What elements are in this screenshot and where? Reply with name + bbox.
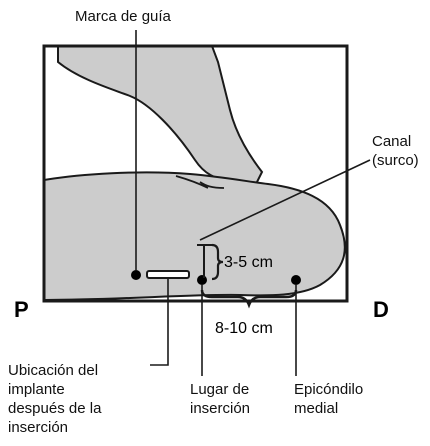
distal-label: D (373, 297, 389, 322)
length-brace (200, 289, 298, 309)
channel-leader (199, 159, 371, 241)
guide-mark-label: Marca de guía (75, 8, 172, 25)
guide-mark-dot (131, 270, 141, 280)
elbow-crease (175, 175, 225, 189)
proximal-label: P (14, 297, 29, 322)
channel-label-line1: Canal (372, 133, 411, 150)
implant-location-line4: inserción (8, 419, 68, 436)
implant-location-leader (150, 279, 169, 366)
medial-epicondyle-dot (291, 275, 301, 285)
length-measure-label: 8-10 cm (215, 320, 273, 337)
upper-arm-shape (45, 171, 346, 300)
implant-location-line1: Ubicación del (8, 362, 98, 379)
channel-label-line2: (surco) (372, 152, 419, 169)
epicondyle-line2: medial (294, 400, 338, 417)
forearm-shape (57, 47, 264, 188)
depth-brace (211, 243, 224, 281)
insertion-site-line1: Lugar de (190, 381, 249, 398)
insertion-site-dot (197, 275, 207, 285)
implant-marker (146, 270, 190, 279)
depth-measure-label: 3-5 cm (224, 254, 273, 271)
implant-location-line2: implante (8, 381, 65, 398)
insertion-site-line2: inserción (190, 400, 250, 417)
epicondyle-line1: Epicóndilo (294, 381, 363, 398)
implant-location-line3: después de la (8, 400, 102, 417)
